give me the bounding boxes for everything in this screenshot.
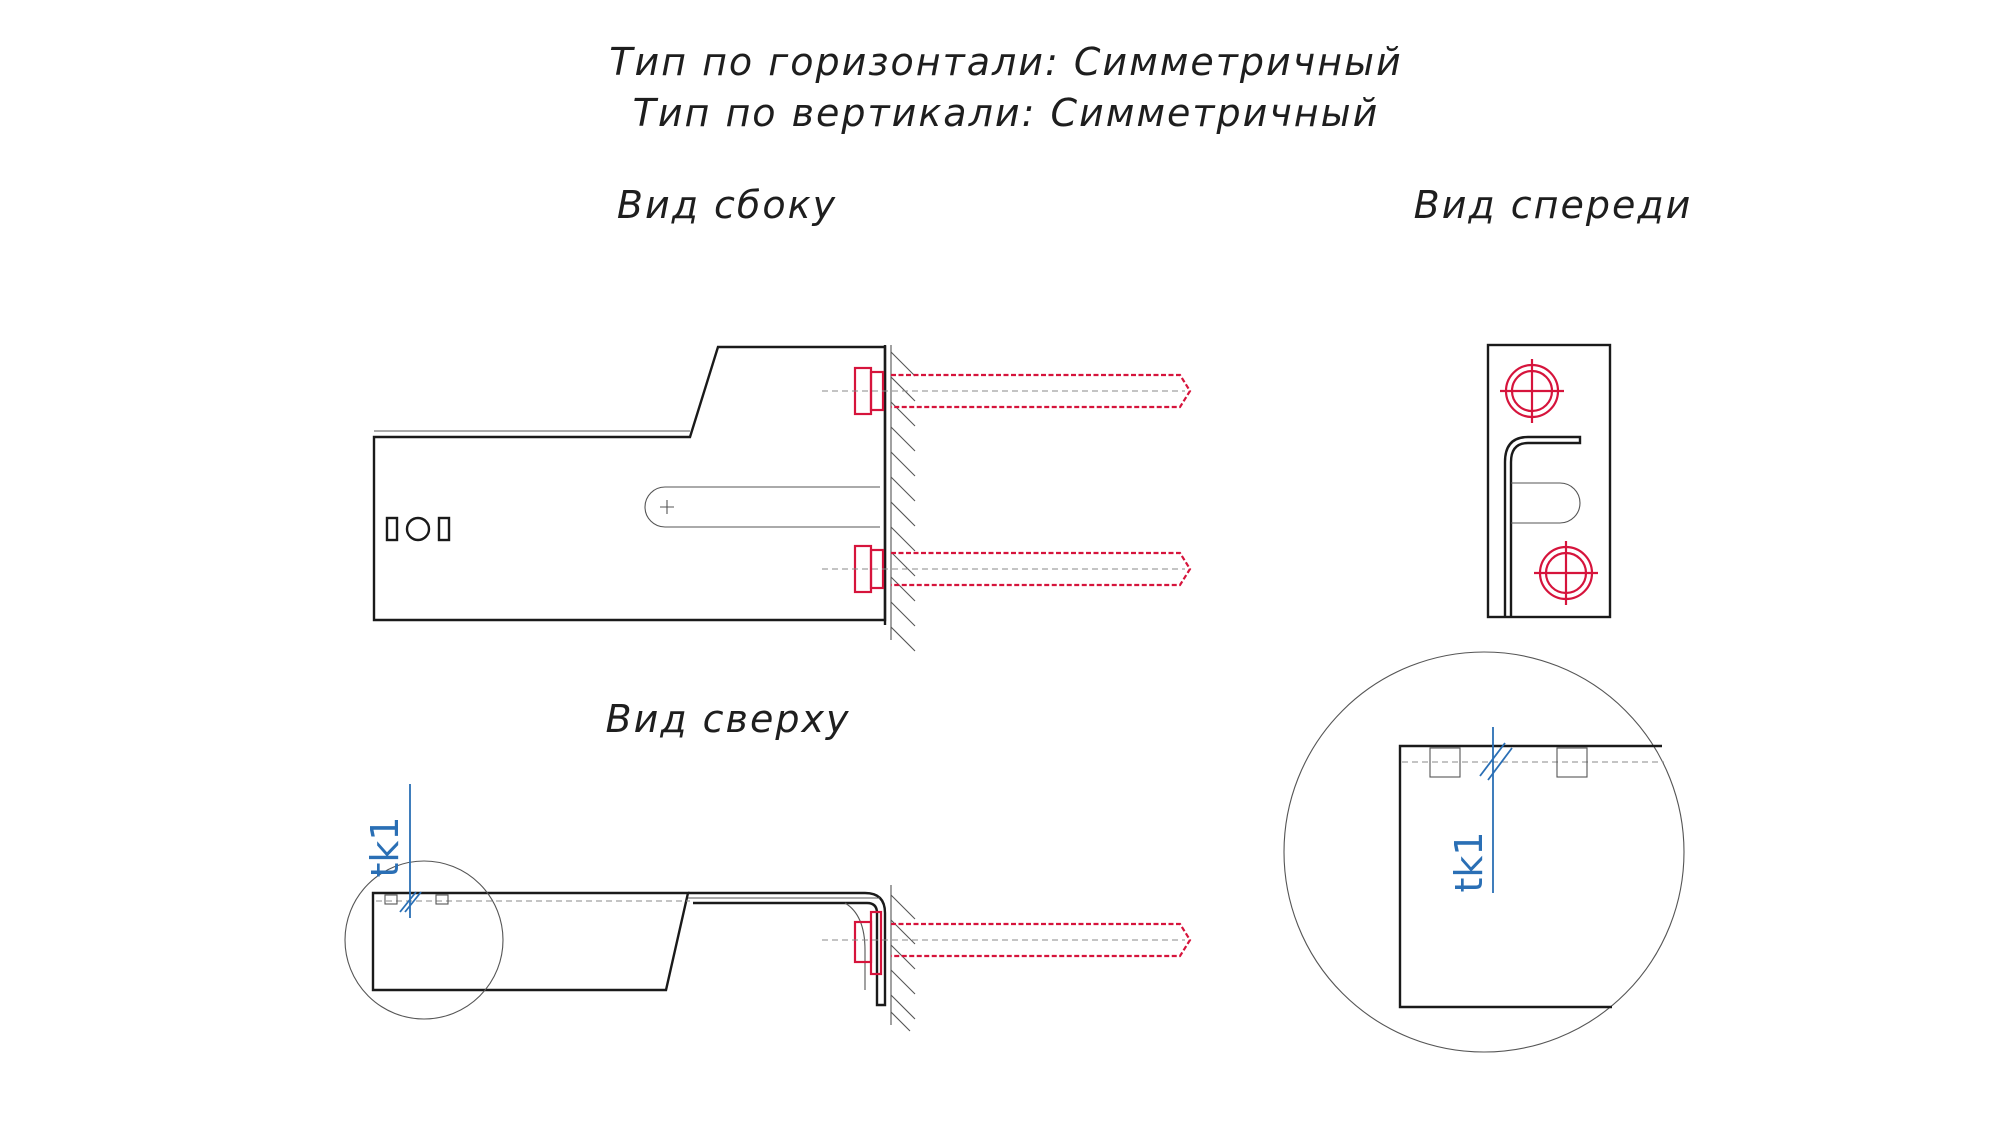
side-bracket-outline xyxy=(372,345,887,622)
horizontal-type-label: Тип по горизонтали: Симметричный xyxy=(609,40,1403,84)
detail-tk1-label[interactable]: tk1 xyxy=(1447,831,1491,892)
top-view-title: Вид сверху xyxy=(606,697,851,741)
detail-tk1-tick-a xyxy=(1479,742,1506,777)
front-bolt-head-lower-icon xyxy=(1534,541,1598,605)
side-view-title: Вид сбоку xyxy=(617,183,837,227)
front-slot xyxy=(1511,482,1581,524)
side-bolt-upper xyxy=(822,366,1192,416)
front-view xyxy=(1486,343,1612,619)
top-view: tk1 xyxy=(344,784,1192,1032)
connector-symbol-icon xyxy=(385,516,451,542)
front-bolt-head-upper-icon xyxy=(1500,359,1564,423)
side-bolt-lower xyxy=(822,544,1192,594)
top-tk1-tick-a xyxy=(399,891,417,913)
top-bolt xyxy=(822,910,1192,976)
top-wall-hatching xyxy=(890,885,916,1032)
side-slot xyxy=(644,486,880,528)
front-view-title: Вид спереди xyxy=(1414,183,1693,227)
top-bracket-outline xyxy=(371,891,690,992)
top-inner-curve xyxy=(844,902,866,990)
side-view xyxy=(372,345,1192,652)
top-angle-profile xyxy=(688,891,887,1007)
detail-circle xyxy=(1283,651,1685,1053)
vertical-type-label: Тип по вертикали: Симметричный xyxy=(633,91,1380,135)
detail-plate-outline xyxy=(1398,744,1662,1009)
detail-hidden-marks xyxy=(1429,747,1588,778)
front-plate-outline xyxy=(1486,343,1612,619)
front-bend-profile xyxy=(1503,435,1582,617)
slot-center-mark xyxy=(660,500,674,514)
top-tk1-label[interactable]: tk1 xyxy=(363,816,407,877)
top-hidden-marks xyxy=(384,894,449,905)
top-detail-circle xyxy=(344,860,504,1020)
top-tk1-tick-b xyxy=(404,891,422,913)
detail-view: tk1 xyxy=(1283,651,1685,1053)
detail-tk1-tick-b xyxy=(1487,747,1513,781)
